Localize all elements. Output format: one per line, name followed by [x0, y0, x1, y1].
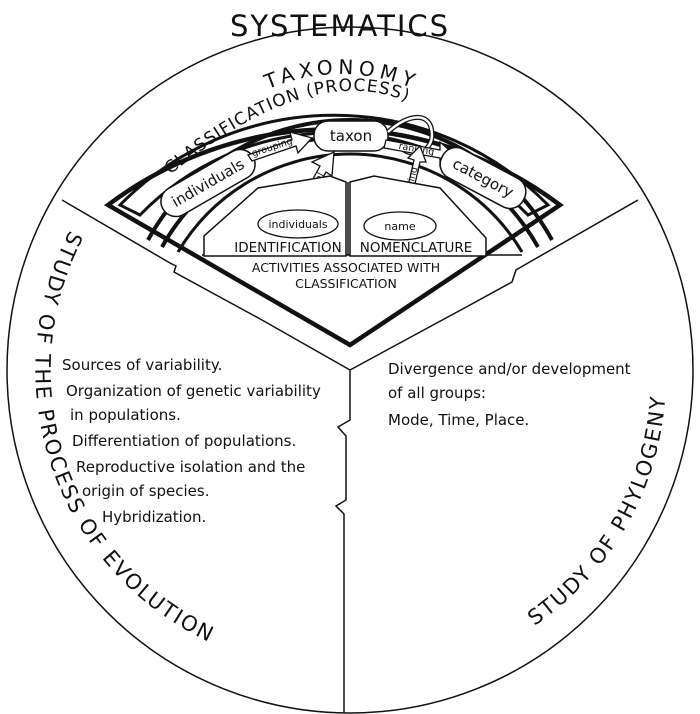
evolution-item: Hybridization. [102, 508, 206, 526]
divider-left [61, 199, 351, 371]
identification-label: IDENTIFICATION [234, 240, 342, 256]
name-text: name [384, 220, 415, 233]
classification-band [117, 113, 551, 217]
activities-arc-3 [176, 152, 524, 253]
taxon-text: taxon [330, 127, 372, 145]
evolution-item: Differentiation of populations. [72, 432, 296, 450]
phylogeny-side-label: STUDY OF PHYLOGENY [523, 394, 670, 630]
evolution-item: Sources of variability. [62, 356, 222, 374]
taxon-box: taxon [313, 120, 389, 152]
evolution-item: in populations. [70, 406, 181, 424]
phylogeny-item: of all groups: [388, 384, 486, 402]
phylogeny-item: Mode, Time, Place. [388, 411, 529, 429]
individuals-small-text: individuals [268, 218, 327, 231]
nomenclature-label: NOMENCLATURE [360, 240, 472, 256]
divider-right [349, 199, 639, 371]
evolution-item: Organization of genetic variability [66, 382, 321, 400]
individuals-small-box: individuals [257, 209, 339, 239]
evolution-item: Reproductive isolation and the [76, 458, 305, 476]
outer-circle [6, 26, 694, 714]
phylogeny-item: Divergence and/or development [388, 360, 631, 378]
activities-line2: CLASSIFICATION [295, 276, 397, 291]
divider-bottom [334, 370, 351, 713]
activities-line1: ACTIVITIES ASSOCIATED WITH [252, 260, 440, 275]
evolution-item: origin of species. [82, 482, 210, 500]
name-box: name [363, 211, 437, 241]
